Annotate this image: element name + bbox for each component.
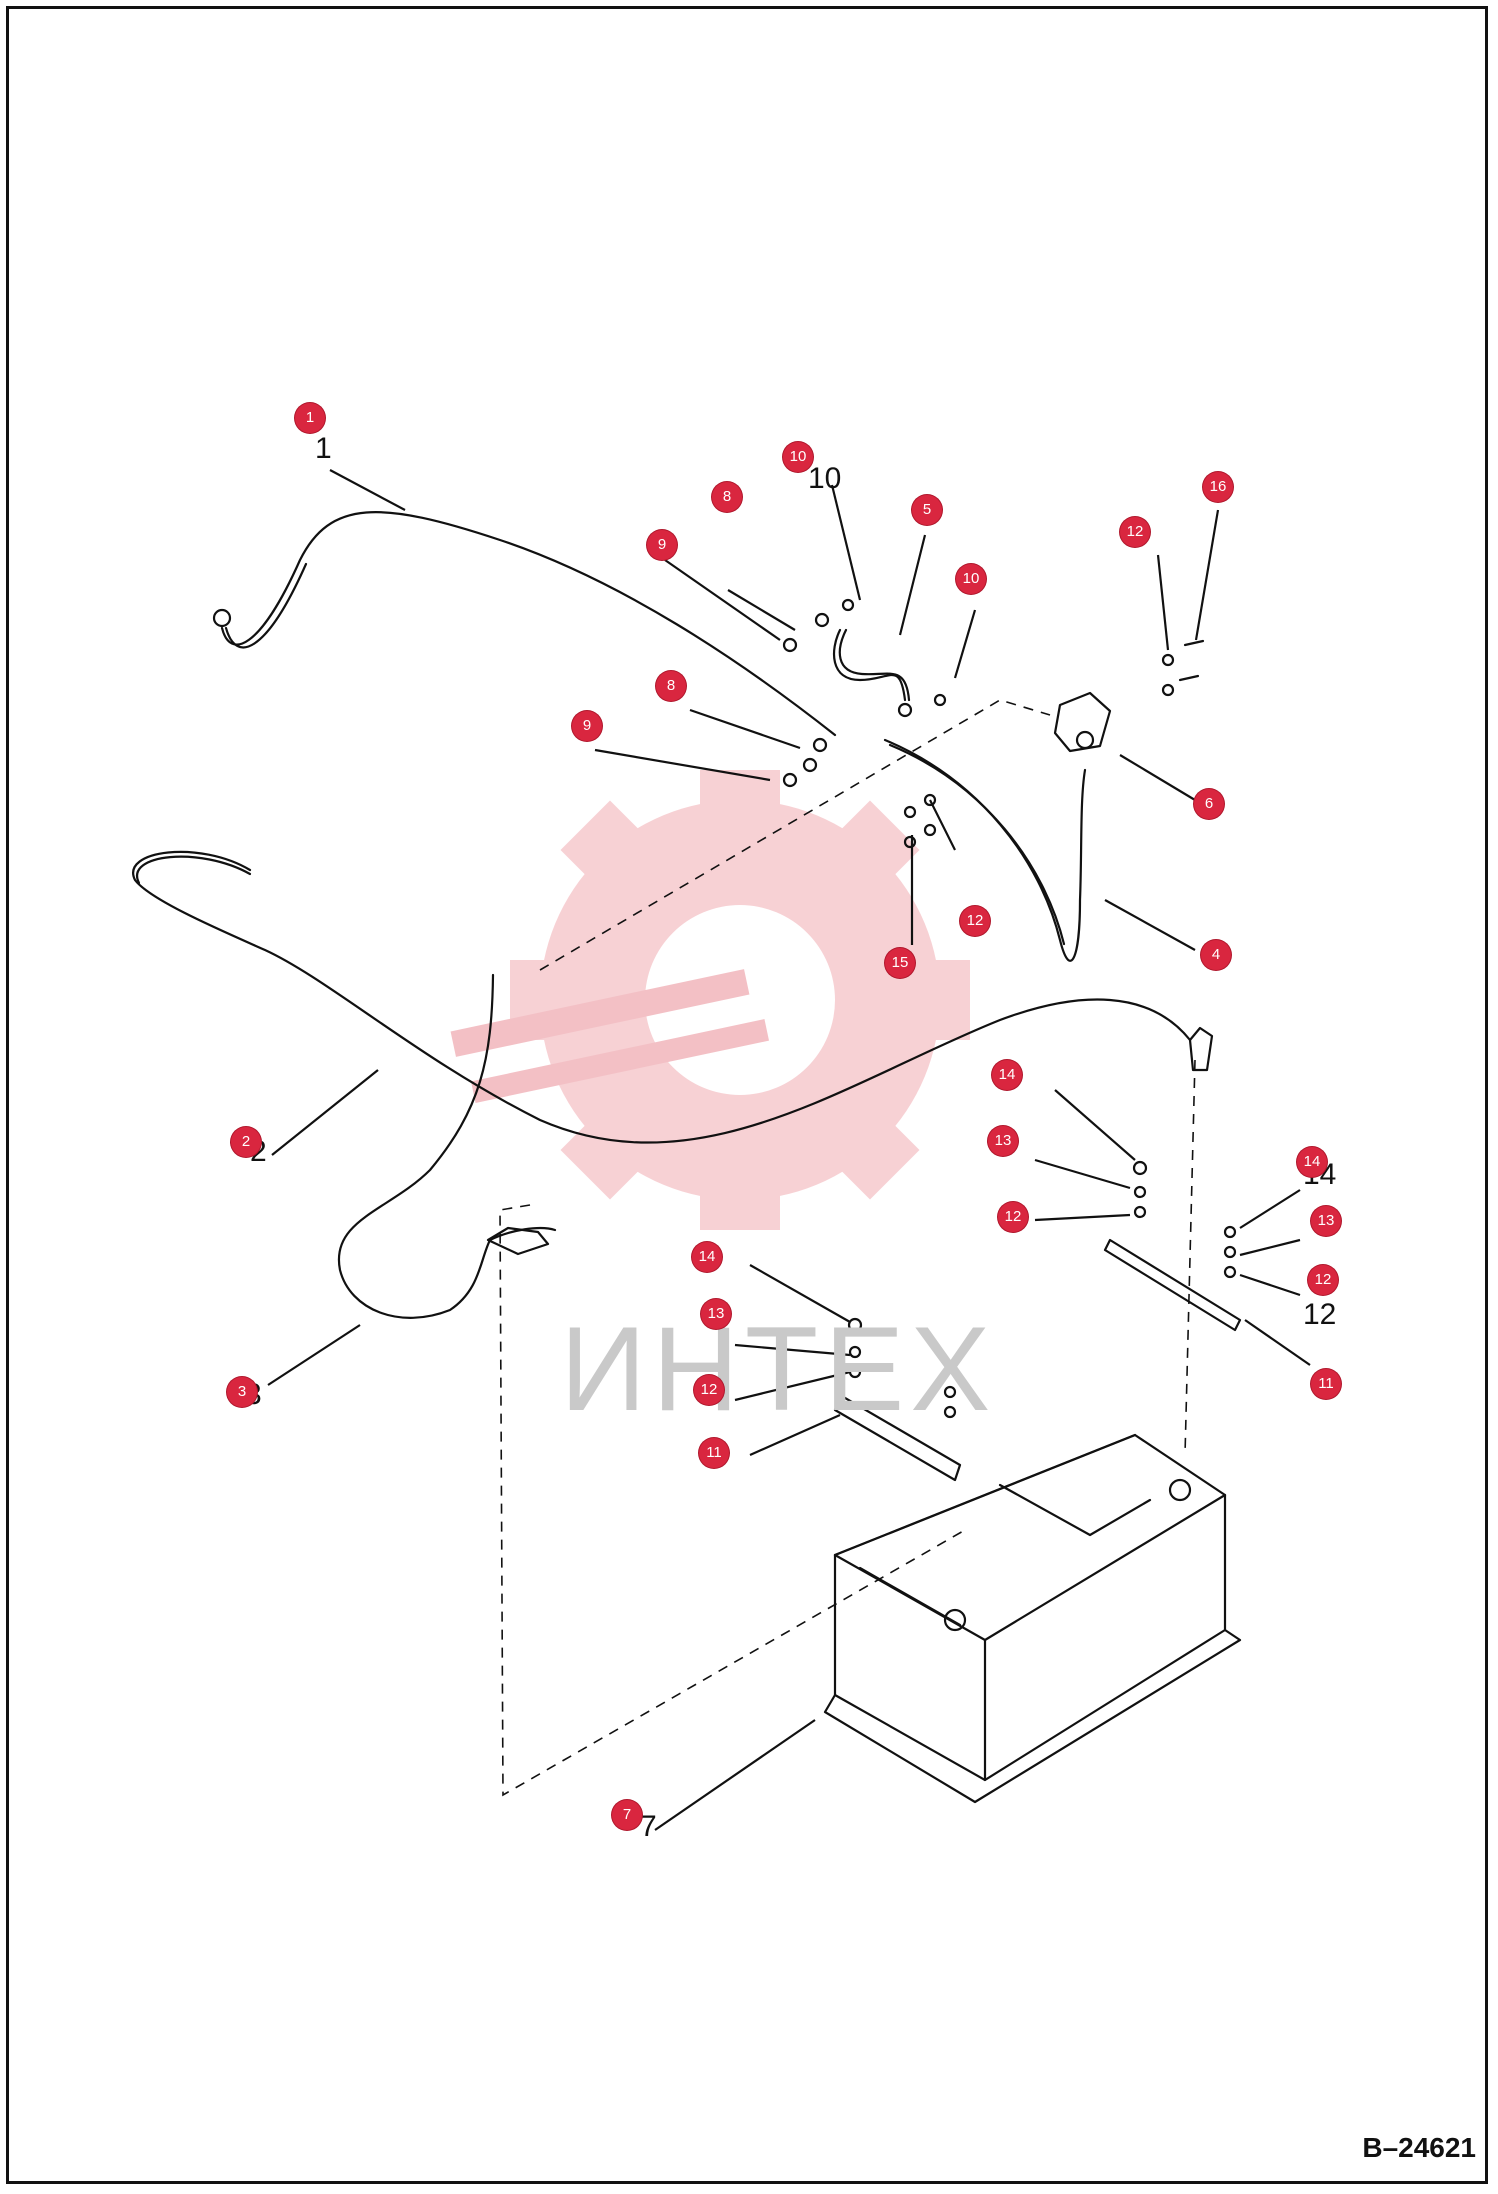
callout-10[interactable]: 10 xyxy=(783,442,813,472)
callout-8[interactable]: 8 xyxy=(712,482,742,512)
callout-14[interactable]: 14 xyxy=(692,1242,722,1272)
callout-14[interactable]: 14 xyxy=(1297,1147,1327,1177)
callout-9[interactable]: 9 xyxy=(647,530,677,560)
callout-13[interactable]: 13 xyxy=(988,1126,1018,1156)
drawing-code: B–24621 xyxy=(1362,2132,1476,2163)
watermark-text: ИНТЕХ xyxy=(560,1302,997,1436)
hold-down-bar-11 xyxy=(833,1393,962,1482)
hold-down-bar-11b xyxy=(1103,1238,1242,1332)
callout-2[interactable]: 2 xyxy=(231,1127,261,1157)
callout-12[interactable]: 12 xyxy=(1120,517,1150,547)
battery-7 xyxy=(823,1433,1242,1804)
callout-12[interactable]: 12 xyxy=(694,1375,724,1405)
callout-6[interactable]: 6 xyxy=(1194,789,1224,819)
plain-label: 1 xyxy=(315,432,332,465)
battery-switch-6 xyxy=(1053,691,1112,753)
callout-5[interactable]: 5 xyxy=(912,495,942,525)
callout-11[interactable]: 11 xyxy=(699,1438,729,1468)
plain-label: 10 xyxy=(808,462,842,495)
callout-12[interactable]: 12 xyxy=(998,1202,1028,1232)
plain-label: 12 xyxy=(1303,1298,1337,1331)
callout-14[interactable]: 14 xyxy=(992,1060,1022,1090)
plain-label: 7 xyxy=(640,1810,657,1843)
callout-3[interactable]: 3 xyxy=(227,1377,257,1407)
cable-5 xyxy=(832,628,907,702)
cable-2 xyxy=(132,850,1192,1144)
callout-16[interactable]: 16 xyxy=(1203,472,1233,502)
callout-13[interactable]: 13 xyxy=(1311,1206,1341,1236)
cable-1 xyxy=(220,511,837,737)
callout-9[interactable]: 9 xyxy=(572,711,602,741)
callout-8[interactable]: 8 xyxy=(656,671,686,701)
callout-10[interactable]: 10 xyxy=(956,564,986,594)
callout-13[interactable]: 13 xyxy=(701,1299,731,1329)
callout-1[interactable]: 1 xyxy=(295,403,325,433)
callout-12[interactable]: 12 xyxy=(1308,1265,1338,1295)
callout-7[interactable]: 7 xyxy=(612,1800,642,1830)
callout-15[interactable]: 15 xyxy=(885,948,915,978)
watermark-logo xyxy=(450,770,970,1230)
callout-4[interactable]: 4 xyxy=(1201,940,1231,970)
callout-12[interactable]: 12 xyxy=(960,906,990,936)
callout-11[interactable]: 11 xyxy=(1311,1369,1341,1399)
diagram-frame xyxy=(6,6,1488,2184)
